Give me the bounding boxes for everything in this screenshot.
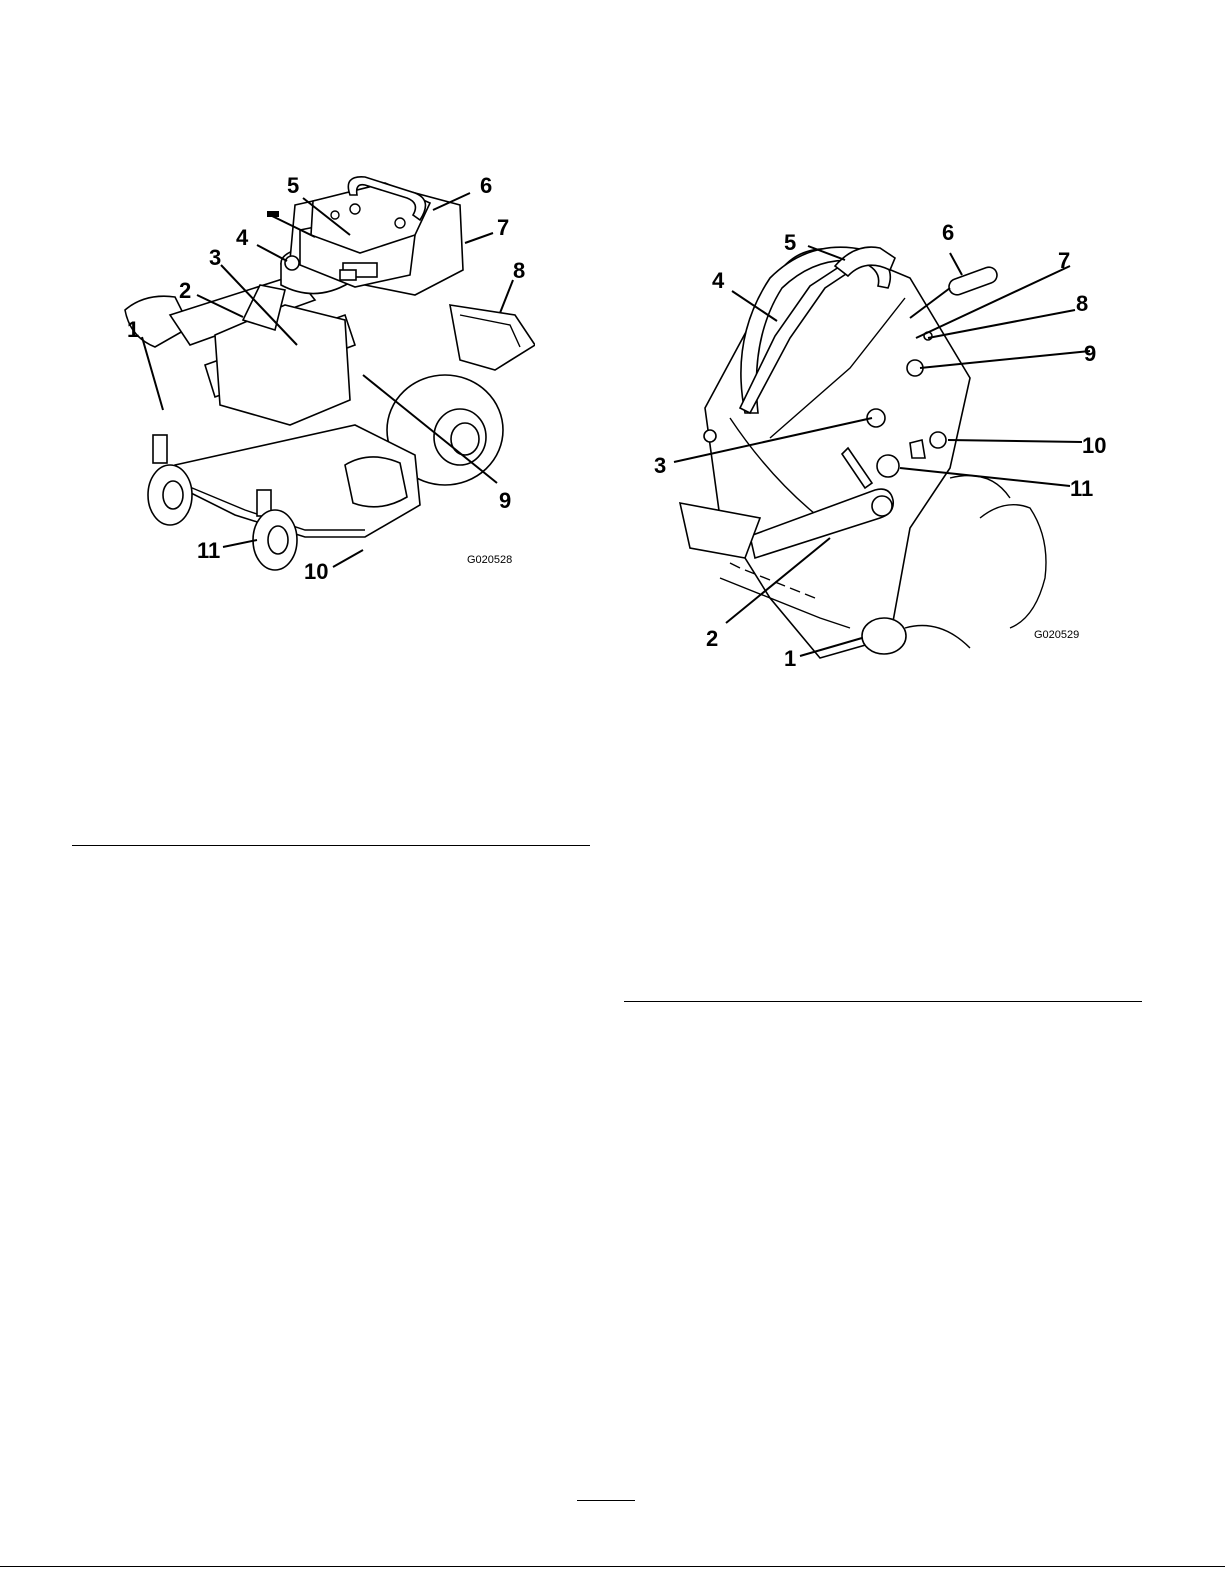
callout-7: 7: [1058, 248, 1070, 273]
section-divider-right: [624, 1001, 1142, 1002]
callout-1: 1: [127, 317, 139, 342]
callout-11: 11: [1070, 476, 1093, 501]
page-number-rule: [577, 1500, 635, 1501]
figure-code: G020529: [1034, 629, 1079, 641]
machine-overview-illustration: 1 2 3 4 5 6 7 8 9 10 11 G020528: [115, 165, 535, 595]
callout-4: 4: [712, 268, 725, 293]
callout-8: 8: [1076, 291, 1088, 316]
callout-6: 6: [942, 220, 954, 245]
section-divider-left: [72, 845, 590, 846]
figure-code: G020528: [467, 554, 512, 566]
callout-5: 5: [287, 173, 299, 198]
callout-9: 9: [499, 488, 511, 513]
callout-3: 3: [209, 245, 221, 270]
controls-closeup-figure: 1 2 3 4 5 6 7 8 9 10 11 G020529: [650, 218, 1110, 678]
callout-10: 10: [1082, 433, 1106, 458]
callout-2: 2: [706, 626, 718, 651]
callout-3: 3: [654, 453, 666, 478]
callout-8: 8: [513, 258, 525, 283]
page-bottom-border: [0, 1566, 1225, 1567]
callout-6: 6: [480, 173, 492, 198]
callout-4: 4: [236, 225, 249, 250]
callout-2: 2: [179, 278, 191, 303]
machine-overview-figure: 1 2 3 4 5 6 7 8 9 10 11 G020528: [115, 165, 535, 595]
callout-11: 11: [197, 538, 220, 563]
callout-5: 5: [784, 230, 796, 255]
callout-10: 10: [304, 559, 328, 584]
callout-7: 7: [497, 215, 509, 240]
controls-closeup-illustration: 1 2 3 4 5 6 7 8 9 10 11 G020529: [650, 218, 1110, 678]
callout-9: 9: [1084, 341, 1096, 366]
callout-1: 1: [784, 646, 796, 671]
